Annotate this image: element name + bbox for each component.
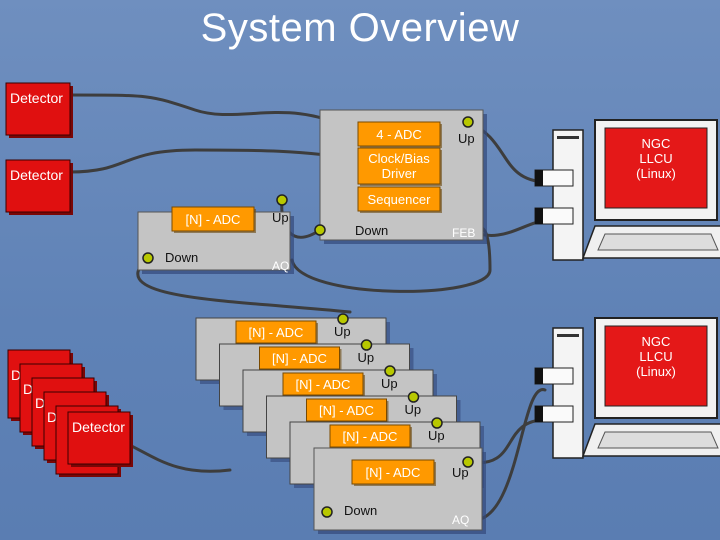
llcu-computer-bottom-keyboard-keys [597, 431, 719, 449]
detector-stack-3-label: D [35, 395, 45, 411]
aq-module-stack-2-adc-label: [N] - ADC [272, 351, 327, 366]
detector-mid [5, 159, 71, 213]
aq-module-stack-1-adc [235, 320, 317, 344]
detector-mid-label: Detector [10, 167, 63, 183]
llcu-computer-bottom-card-1-port [535, 368, 543, 384]
aq-module-stack-4-adc-label: [N] - ADC [319, 403, 374, 418]
detector-stack-4-label: D [47, 409, 57, 425]
aq-front-down-connector [321, 506, 333, 518]
detector-stack-front [67, 411, 131, 465]
detector-top-label: Detector [10, 90, 63, 106]
aq-module-stack-3-up-connector [384, 365, 396, 377]
aq-module-stack-5-up-label: Up [428, 428, 445, 443]
cable-down-aq [136, 256, 352, 314]
feb-label: FEB [452, 226, 475, 240]
aq-front-label: AQ [452, 513, 469, 527]
adc-n-front-label: [N] - ADC [366, 465, 421, 480]
feb-down-connector [314, 224, 326, 236]
feb-up-label: Up [458, 131, 475, 146]
llcu-computer-top-card-2-port [535, 208, 543, 224]
clock-bias-driver [357, 147, 441, 185]
aq-module-stack-4-adc [306, 398, 387, 422]
aq-down-connector [142, 252, 154, 264]
sequencer-box [357, 186, 441, 212]
detector-stack-1-label: D [11, 367, 21, 383]
llcu-computer-bottom-screen [604, 325, 708, 407]
aq-module-stack-2-up-connector [360, 339, 373, 351]
detector-stack-front-label: Detector [72, 419, 125, 435]
aq-module-stack-3-up-label: Up [381, 376, 398, 391]
aq-module-stack-3-adc-label: [N] - ADC [296, 377, 351, 392]
llcu-computer-bottom-tower-slot [557, 334, 579, 337]
llcu-computer-bottom-card-2-port [535, 406, 543, 422]
aq-module-stack-4-up-connector [407, 391, 420, 403]
adc-4-top-label: 4 - ADC [376, 127, 422, 142]
llcu-computer-top-tower-slot [557, 136, 579, 139]
llcu-computer-top-screen [604, 127, 708, 209]
sequencer-box-label: Sequencer [368, 192, 432, 207]
aq-module-stack-3-adc [282, 372, 364, 396]
adc-n-front [351, 459, 435, 485]
aq-module-stack-2-up-label: Up [358, 350, 375, 365]
aq-module-stack-5-up-connector [431, 417, 443, 429]
aq-module-stack-5-adc [329, 424, 411, 448]
aq-module-stack-1-adc-label: [N] - ADC [249, 325, 304, 340]
aq-module-stack-5-adc-label: [N] - ADC [343, 429, 398, 444]
adc-n-top [171, 206, 255, 232]
feb-down-label: Down [355, 223, 388, 238]
llcu-computer-top-tower [552, 129, 584, 261]
aq-front-up-connector [462, 456, 474, 468]
cable-detector-mid [68, 148, 357, 174]
aq-up-connector [276, 194, 288, 206]
aq-front-up-label: Up [452, 465, 469, 480]
llcu-computer-top-keyboard-keys [597, 233, 719, 251]
page-title: System Overview [200, 6, 520, 50]
aq-label: AQ [272, 259, 289, 273]
adc-4-top [357, 121, 441, 147]
detector-top [5, 82, 71, 136]
aq-module-stack-4-up-label: Up [405, 402, 422, 417]
aq-module-stack-2-adc [259, 346, 340, 370]
aq-down-label: Down [165, 250, 198, 265]
aq-module-stack-1-up-connector [337, 313, 349, 325]
llcu-computer-top-card-1-port [535, 170, 543, 186]
aq-module-stack-1-up-label: Up [334, 324, 351, 339]
feb-up-connector [462, 116, 474, 128]
llcu-computer-bottom-tower [552, 327, 584, 459]
cable-detector-top [68, 93, 357, 134]
detector-stack-2-label: D [23, 381, 33, 397]
aq-up-label: Up [272, 210, 289, 225]
adc-n-top-label: [N] - ADC [186, 212, 241, 227]
aq-front-down-label: Down [344, 503, 377, 518]
